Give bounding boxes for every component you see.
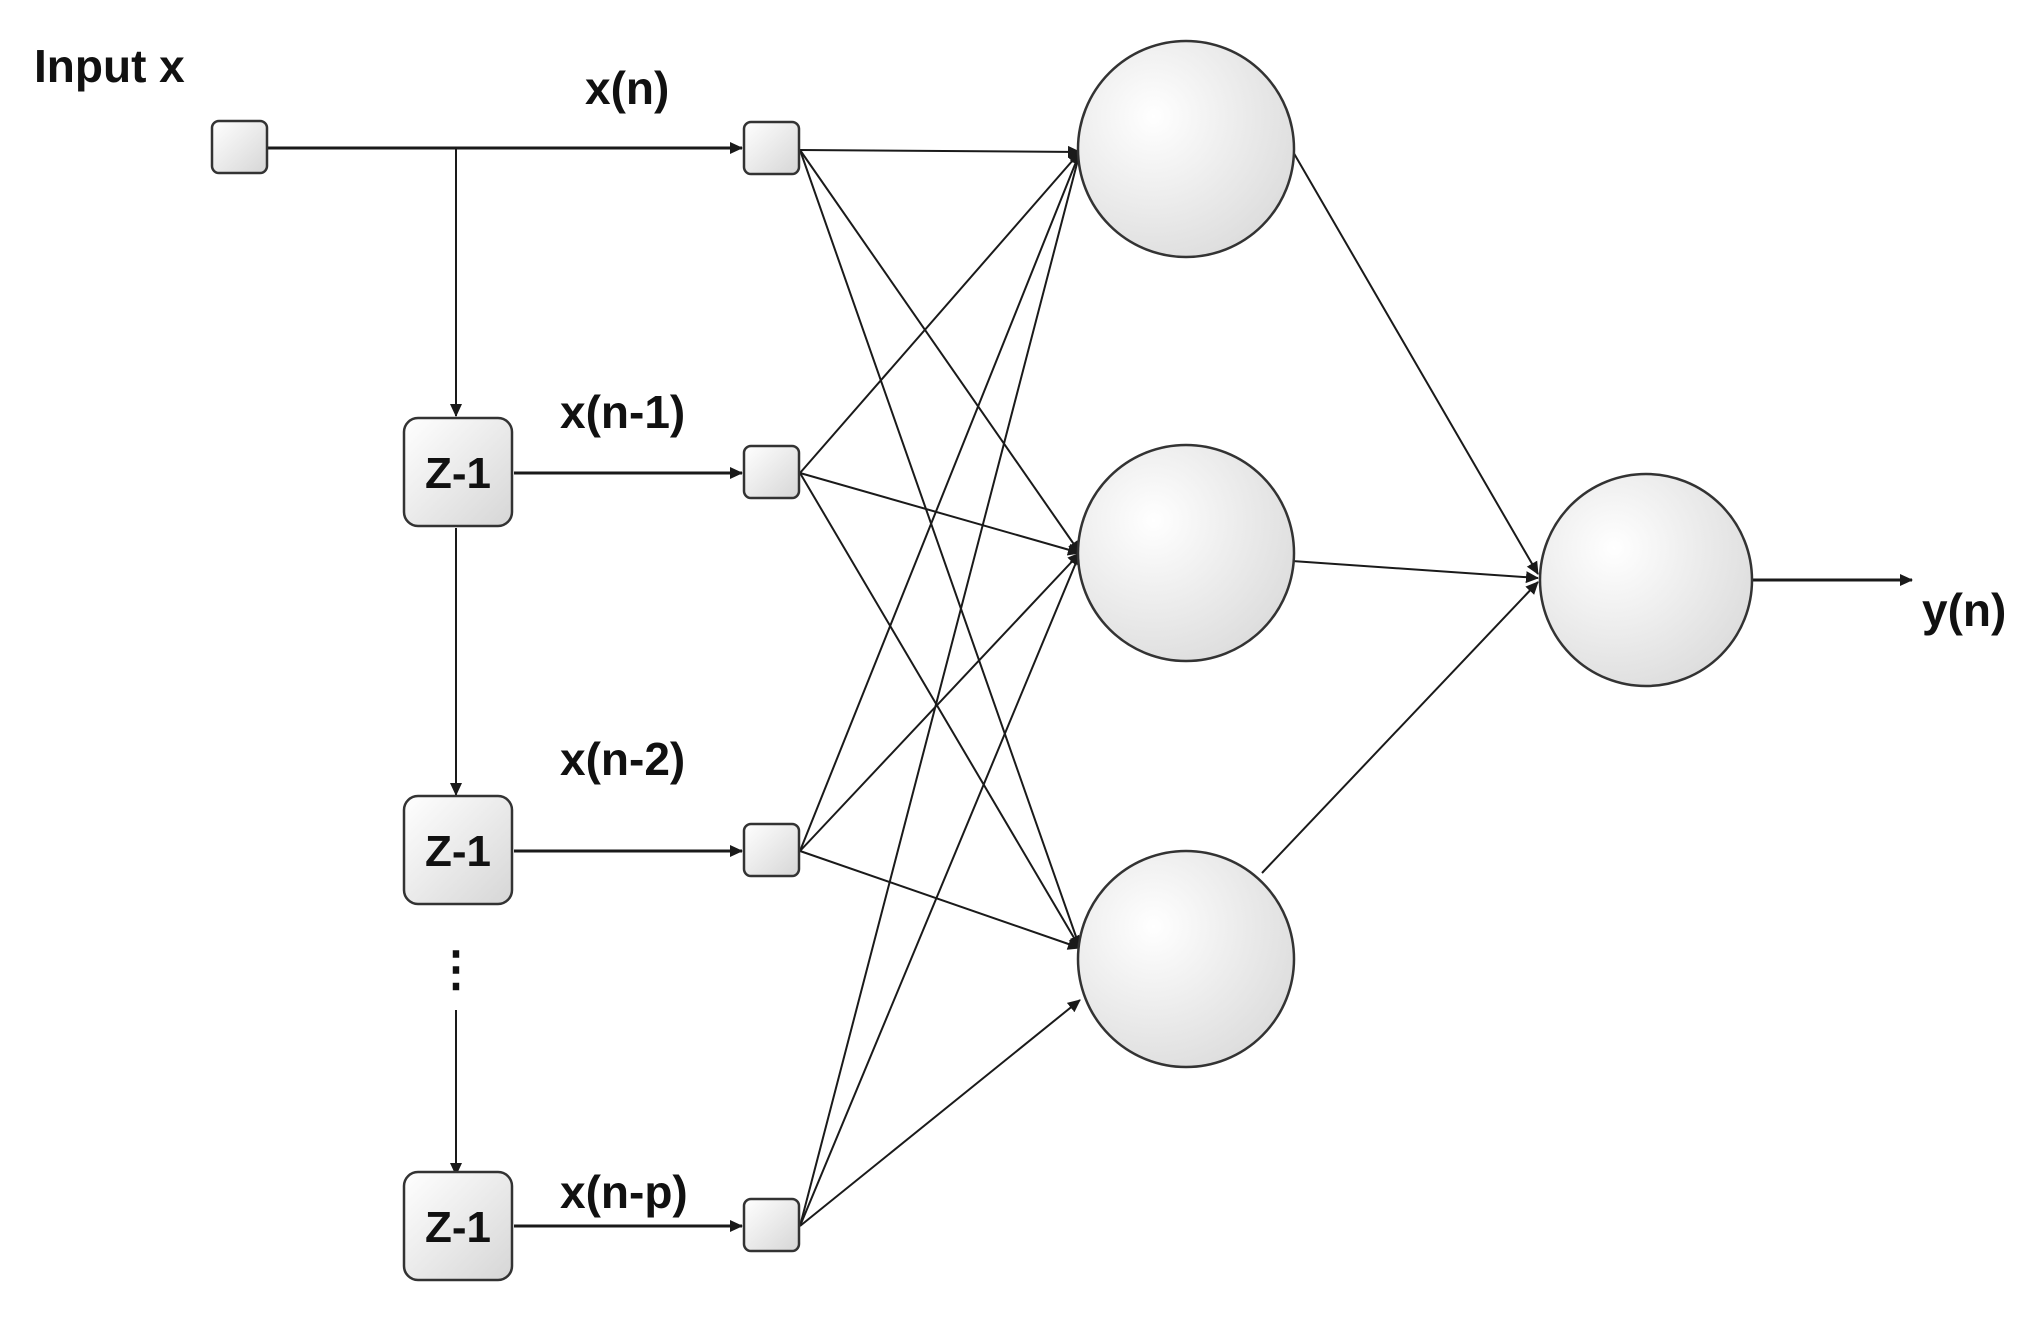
edge-xn2-to-h1 bbox=[799, 151, 1082, 852]
edge-xn1-to-h1 bbox=[799, 151, 1081, 474]
input-label: Input x bbox=[34, 40, 185, 92]
xn2-label: x(n-2) bbox=[560, 733, 685, 785]
output-neuron bbox=[1538, 472, 1754, 688]
hidden-neuron-3 bbox=[1076, 849, 1296, 1069]
edge-h2-to-out bbox=[1291, 560, 1539, 584]
edge-xn-to-h1 bbox=[799, 145, 1081, 158]
edge-h1-to-out bbox=[1291, 149, 1539, 575]
tap-node-xn2 bbox=[742, 822, 801, 878]
edge-xn-to-h3 bbox=[799, 149, 1082, 949]
delay-unit-p: Z-1 bbox=[402, 1170, 514, 1282]
edge-xnp-to-h3 bbox=[799, 999, 1081, 1227]
delay-unit-2-label: Z-1 bbox=[425, 827, 491, 876]
delay-ellipsis: ⋮ bbox=[432, 943, 480, 996]
edge-xn2-to-h2 bbox=[799, 552, 1081, 852]
edge-xnp-to-h1 bbox=[799, 151, 1083, 1227]
hidden-neuron-1 bbox=[1076, 39, 1296, 259]
hidden-layer bbox=[1076, 39, 1296, 1069]
edge-h3-to-out bbox=[1261, 581, 1539, 874]
edge-xn-to-h2 bbox=[799, 149, 1081, 554]
xn1-label: x(n-1) bbox=[560, 386, 685, 438]
input-node bbox=[210, 119, 269, 175]
edge-xn1-to-h3 bbox=[799, 472, 1081, 949]
hidden-neuron-2 bbox=[1076, 443, 1296, 663]
tap-node-xn1 bbox=[742, 444, 801, 500]
tap-nodes bbox=[742, 120, 801, 1253]
edge-xn2-to-h3 bbox=[799, 850, 1081, 950]
xnp-label: x(n-p) bbox=[560, 1166, 688, 1218]
edges bbox=[268, 142, 1913, 1232]
edge-xnp-to-h2 bbox=[799, 552, 1081, 1227]
edge-xn1-to-h2 bbox=[799, 472, 1081, 556]
delay-unit-p-label: Z-1 bbox=[425, 1203, 491, 1252]
tap-node-xnp bbox=[742, 1197, 801, 1253]
delay-unit-2: Z-1 bbox=[402, 794, 514, 906]
delay-unit-1: Z-1 bbox=[402, 416, 514, 528]
xn-label: x(n) bbox=[585, 62, 669, 114]
tap-node-xn bbox=[742, 120, 801, 176]
delay-unit-1-label: Z-1 bbox=[425, 449, 491, 498]
output-label: y(n) bbox=[1922, 584, 2006, 636]
